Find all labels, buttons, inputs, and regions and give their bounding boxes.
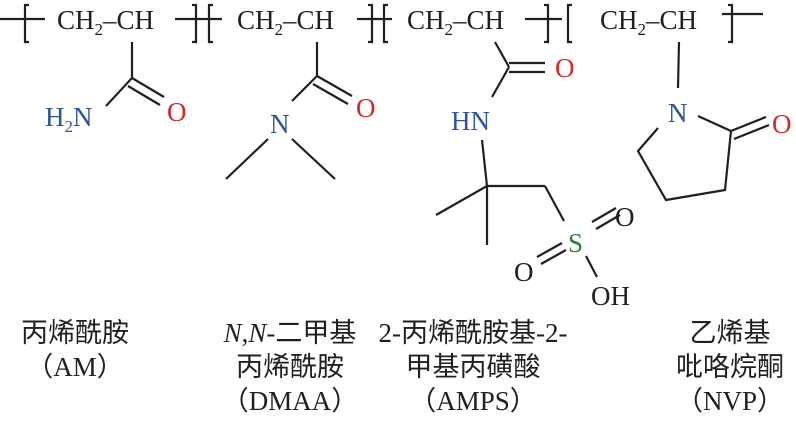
bracket-left-dmaa [207,3,213,44]
svg-text:（NVP）: （NVP） [676,386,784,416]
svg-text:丙烯酰胺: 丙烯酰胺 [236,352,344,382]
nitrogen-atom: N [668,98,688,128]
amine-group: H2N [45,102,93,136]
nitrogen-atom: N [270,109,290,139]
oxygen-atom: O [555,53,575,83]
svg-text:（DMAA）: （DMAA） [222,386,359,416]
oxygen-atom: O [356,93,376,123]
svg-text:乙烯基: 乙烯基 [690,318,771,348]
svg-text:吡咯烷酮: 吡咯烷酮 [676,352,784,382]
hydroxyl-group: OH [591,281,630,311]
bracket-left-nvp [566,3,572,44]
backbone [0,3,763,44]
svg-text:2-丙烯酰胺基-2-: 2-丙烯酰胺基-2- [379,318,568,348]
sulfur-atom: S [568,228,583,258]
svg-text:甲基丙磺酸: 甲基丙磺酸 [406,352,541,382]
amps-side-group: O HN S O O OH [435,41,635,311]
svg-text:N,N-二甲基: N,N-二甲基 [223,318,357,348]
svg-text:（AM）: （AM） [26,352,124,382]
bracket-left-am [23,3,29,44]
bracket-right-nvp [728,3,734,44]
oxygen-atom: O [514,257,534,287]
oxygen-atom: O [772,109,792,139]
bracket-right-am [192,3,198,44]
repeat-unit-amps: CH2–CH [407,5,504,39]
svg-text:CH2–CH: CH2–CH [407,5,504,39]
label-nvp: 乙烯基 吡咯烷酮 （NVP） [676,318,784,416]
svg-text:丙烯酰胺: 丙烯酰胺 [21,318,129,348]
am-amide-group: O H2N [45,42,187,136]
dmaa-amide-group: O N [225,42,376,180]
amide-nh: HN [451,106,490,136]
svg-text:CH2–CH: CH2–CH [237,5,334,39]
nvp-pyrrolidone-group: N O [636,41,792,202]
bracket-right-amps [544,3,550,44]
svg-text:CH2–CH: CH2–CH [57,5,154,39]
bracket-right-dmaa [368,3,374,44]
label-dmaa: N,N-二甲基 丙烯酰胺 （DMAA） [222,318,359,416]
repeat-unit-dmaa: CH2–CH [237,5,334,39]
oxygen-atom: O [615,202,635,232]
label-am: 丙烯酰胺 （AM） [21,318,129,382]
label-amps: 2-丙烯酰胺基-2- 甲基丙磺酸 （AMPS） [379,318,568,416]
oxygen-atom: O [167,97,187,127]
svg-text:CH2–CH: CH2–CH [600,5,697,39]
svg-text:（AMPS）: （AMPS） [409,386,537,416]
repeat-unit-am: CH2–CH [57,5,154,39]
bracket-left-amps [382,3,388,44]
repeat-unit-nvp: CH2–CH [600,5,697,39]
